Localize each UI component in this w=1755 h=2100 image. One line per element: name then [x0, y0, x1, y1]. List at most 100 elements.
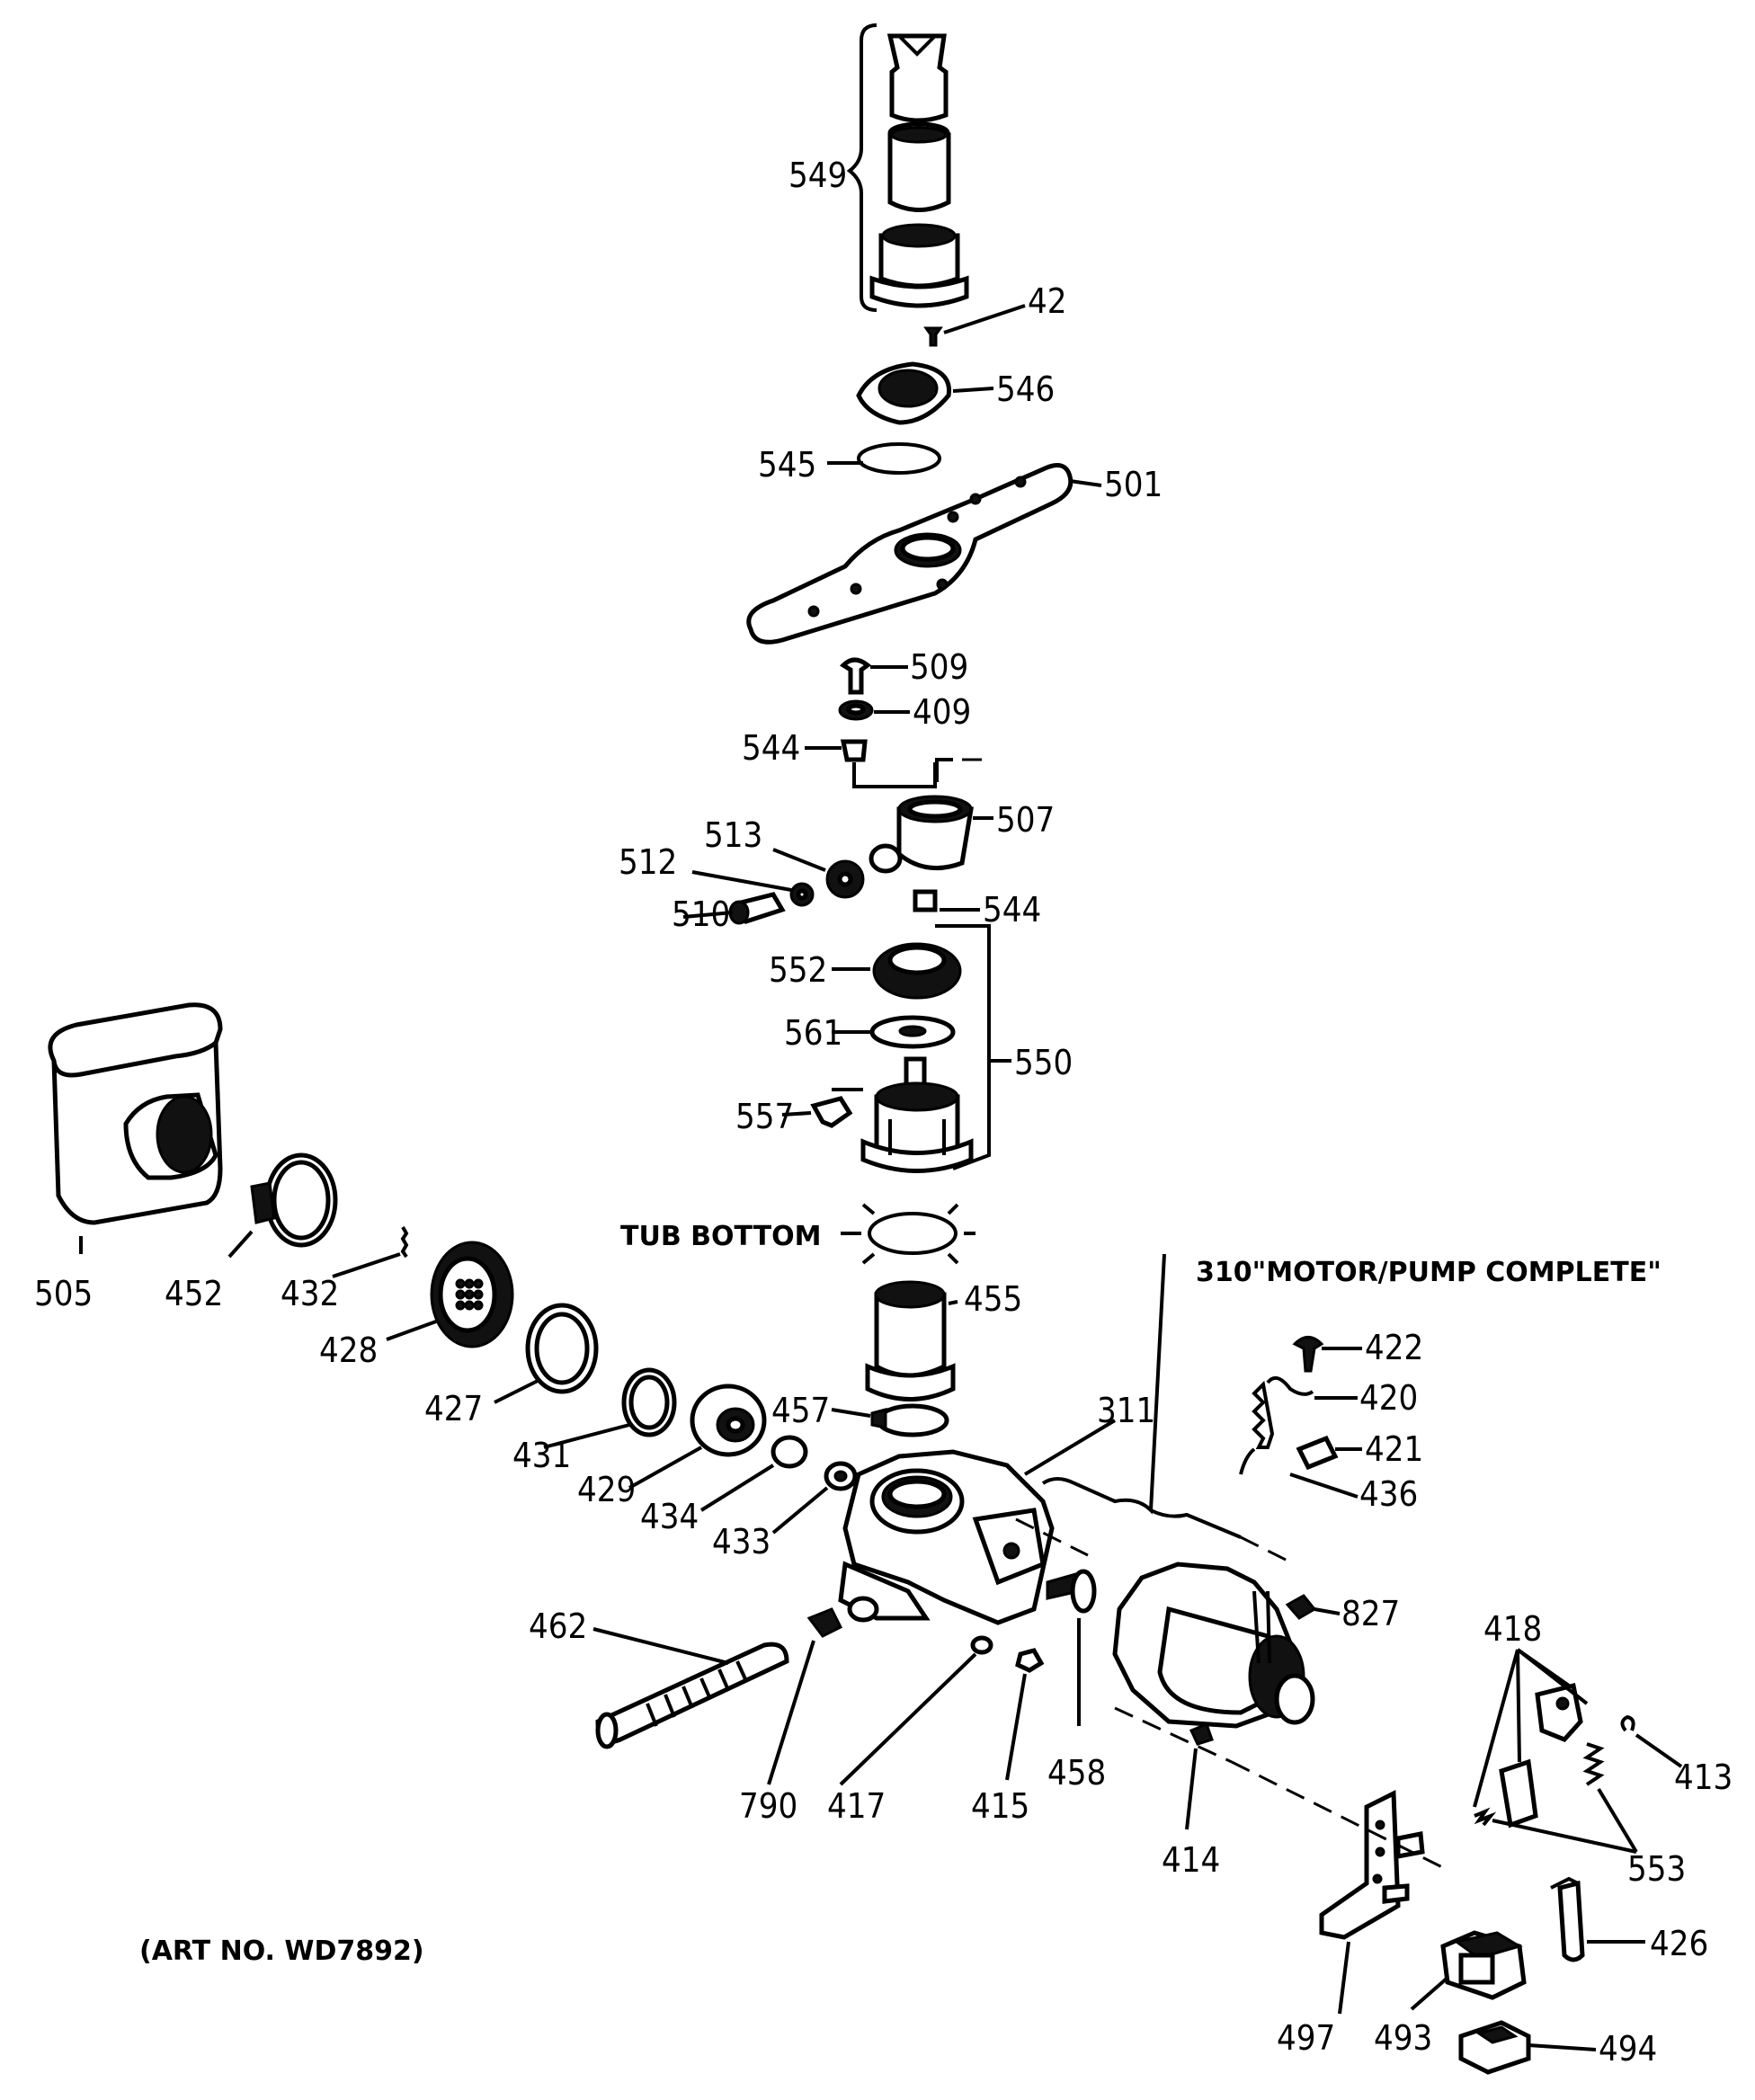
part-414-screw	[1185, 1722, 1214, 1830]
part-553-springs	[1492, 1742, 1638, 1854]
part-452-clamp	[227, 1152, 338, 1259]
part-507-hub	[869, 795, 993, 874]
label-497: 497	[1277, 2018, 1335, 2058]
tub-bottom-label: TUB BOTTOM	[620, 1221, 821, 1252]
label-561: 561	[784, 1013, 842, 1053]
label-509: 509	[910, 647, 968, 687]
label-418: 418	[1483, 1609, 1542, 1649]
part-427-ring	[494, 1303, 599, 1404]
label-507: 507	[996, 800, 1055, 840]
label-790: 790	[739, 1786, 797, 1826]
label-545: 545	[758, 445, 816, 485]
part-421-clip	[1296, 1435, 1362, 1471]
label-513: 513	[704, 815, 762, 855]
label-428: 428	[319, 1330, 378, 1370]
part-493-solenoid	[1410, 1930, 1527, 2011]
part-431-ring	[543, 1367, 677, 1449]
label-432: 432	[281, 1274, 339, 1313]
part-544-lower-bushing	[913, 889, 980, 912]
label-415: 415	[971, 1786, 1029, 1826]
part-433-washer	[771, 1461, 858, 1535]
part-462-worm	[592, 1627, 789, 1749]
part-311-pump-housing	[838, 1419, 1117, 1625]
label-544b: 544	[983, 890, 1041, 930]
part-418-lever	[1473, 1648, 1589, 1829]
label-426: 426	[1650, 1924, 1708, 1963]
part-436-leader	[1289, 1473, 1359, 1499]
label-420: 420	[1359, 1378, 1418, 1418]
part-420-spring	[1239, 1375, 1358, 1475]
part-501-spray-arm	[746, 463, 1102, 645]
part-512-washer	[691, 870, 815, 907]
label-457: 457	[771, 1391, 830, 1430]
label-427: 427	[424, 1389, 483, 1428]
label-546: 546	[996, 369, 1055, 409]
label-544a: 544	[742, 728, 800, 768]
part-429-impeller	[628, 1384, 767, 1490]
part-455-housing	[865, 1280, 958, 1401]
part-544-upper-bushing	[805, 739, 989, 788]
label-505: 505	[34, 1274, 93, 1313]
label-494: 494	[1599, 2029, 1657, 2069]
part-417-washer	[839, 1635, 993, 1786]
label-493: 493	[1374, 2018, 1432, 2058]
label-429: 429	[577, 1470, 636, 1509]
label-414: 414	[1162, 1840, 1220, 1880]
part-497-bracket	[1231, 1760, 1448, 2015]
label-550: 550	[1014, 1043, 1073, 1082]
part-415-nut	[1005, 1648, 1045, 1781]
label-557: 557	[735, 1097, 794, 1136]
label-436: 436	[1359, 1474, 1418, 1514]
label-549: 549	[788, 156, 847, 195]
label-413: 413	[1674, 1757, 1733, 1797]
part-510-bolt	[728, 892, 786, 925]
part-545-ring	[827, 442, 941, 475]
label-553: 553	[1627, 1849, 1686, 1889]
part-546-cap	[856, 361, 994, 425]
part-557-clip	[781, 1096, 853, 1128]
motor-pump-complete-label: 310"MOTOR/PUMP COMPLETE"	[1196, 1257, 1661, 1288]
label-421: 421	[1365, 1429, 1423, 1469]
label-42: 42	[1028, 281, 1067, 321]
label-433: 433	[712, 1522, 771, 1562]
label-422: 422	[1365, 1328, 1423, 1367]
part-434-nut	[699, 1435, 808, 1512]
label-409: 409	[913, 692, 971, 732]
label-501: 501	[1104, 465, 1163, 504]
part-552-impeller	[832, 942, 962, 1000]
label-311: 311	[1097, 1391, 1155, 1430]
part-432-shaft	[332, 1226, 409, 1278]
label-512: 512	[619, 842, 677, 882]
art-number: (ART NO. WD7892)	[139, 1935, 424, 1967]
part-790-spring-clip	[767, 1607, 843, 1785]
label-455: 455	[964, 1279, 1022, 1319]
label-458: 458	[1047, 1753, 1106, 1793]
part-426-pin	[1550, 1876, 1645, 1962]
part-509-screw	[840, 657, 908, 695]
part-513-gear	[772, 848, 865, 899]
label-431: 431	[512, 1436, 571, 1475]
label-452: 452	[165, 1274, 223, 1313]
part-505-inlet	[48, 1002, 223, 1254]
label-434: 434	[640, 1497, 699, 1536]
part-827-screw	[1285, 1594, 1341, 1620]
part-409-washer	[838, 699, 910, 721]
part-42-screw	[923, 304, 1026, 347]
part-550-chopper	[860, 1056, 974, 1173]
label-827: 827	[1341, 1594, 1400, 1633]
part-494-block	[1458, 2020, 1597, 2075]
motor-assembly	[1112, 1562, 1315, 1764]
label-417: 417	[827, 1786, 886, 1826]
label-510: 510	[672, 894, 730, 934]
part-549-tower	[846, 23, 969, 312]
part-413-ering	[1620, 1714, 1683, 1768]
part-457-clamp	[831, 1403, 949, 1437]
tub-bottom-gasket	[841, 1203, 975, 1265]
part-422-screw	[1292, 1336, 1362, 1373]
label-552: 552	[769, 950, 827, 990]
part-428-filter	[386, 1241, 514, 1348]
part-458-seal	[1046, 1569, 1097, 1726]
bracket-310	[1041, 1253, 1166, 1515]
label-462: 462	[529, 1606, 587, 1646]
